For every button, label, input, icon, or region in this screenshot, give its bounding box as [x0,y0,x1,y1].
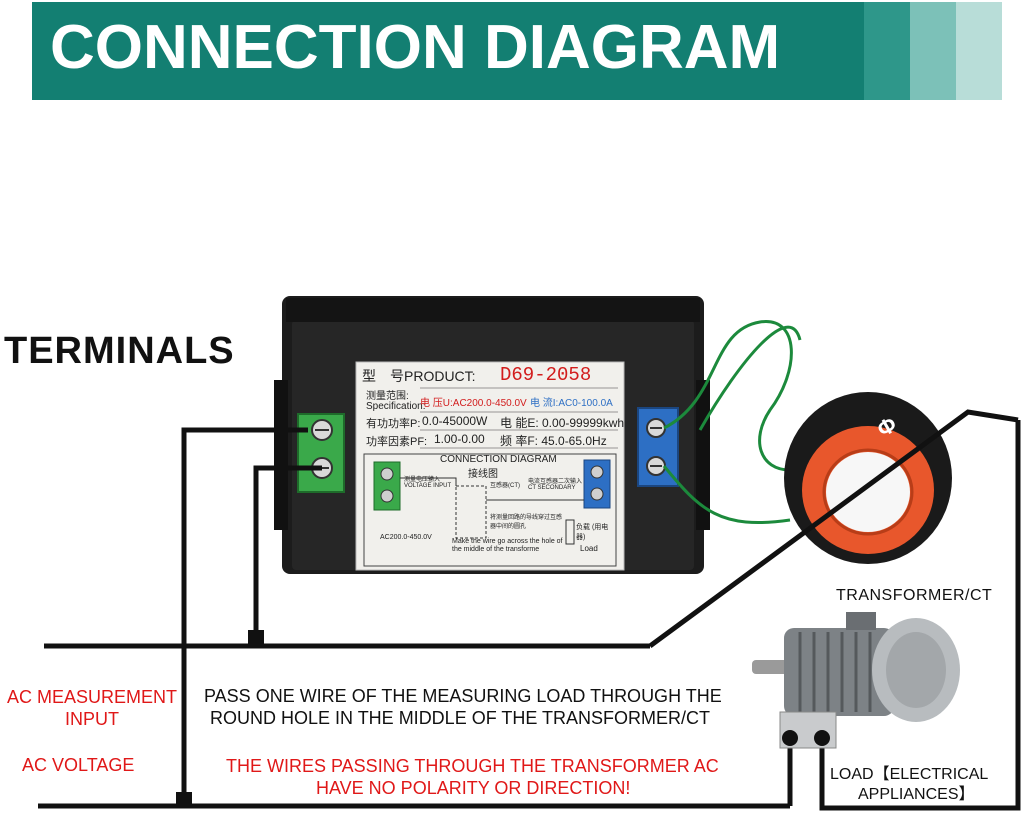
freq-range: 频 率F: 45.0-65.0Hz [500,434,607,448]
inner-load-cn: 负载 (用电器) [576,524,609,541]
label-product: 型 号PRODUCT: [362,368,476,384]
label-power: 有功功率P: [366,418,421,430]
transformer-label: TRANSFORMER/CT [836,587,993,604]
junction-1 [248,630,264,646]
warning-line-1: THE WIRES PASSING THROUGH THE TRANSFORME… [226,756,719,776]
terminals-label: TERMINALS [4,330,235,372]
load-label-line-1: LOAD【ELECTRICAL [830,766,989,783]
pf-range: 1.00-0.00 [434,432,485,446]
title-banner: CONNECTION DIAGRAM [32,2,1002,100]
banner-title: CONNECTION DIAGRAM [50,13,781,82]
meter-label-sticker [355,361,625,571]
motor-load [752,612,960,749]
wiring [38,409,1021,811]
banner-stripe-3 [956,2,1002,100]
ac-voltage-label: AC VOLTAGE [22,755,135,775]
inner-voltage-input: 测量电压输入 VOLTAGE INPUT [404,477,452,489]
banner-stripe-1 [864,2,910,100]
power-range: 0.0-45000W [422,414,488,428]
junction-2 [176,792,192,808]
banner-stripe-2 [910,2,956,100]
load-label-line-2: APPLIANCES】 [858,786,975,803]
inner-ct-label: 互感器(CT) [490,483,520,489]
inner-diagram-subtitle: 接线图 [468,469,498,480]
instruction-line-1: PASS ONE WIRE OF THE MEASURING LOAD THRO… [204,686,722,706]
instruction-line-2: ROUND HOLE IN THE MIDDLE OF THE TRANSFOR… [210,708,711,728]
inner-ct-secondary: 电流互感器二次输入 CT SECONDARY [528,479,583,491]
voltage-terminal-block [297,413,345,493]
spec-current: 电 流I:AC0-100.0A [530,398,613,409]
inner-ac-range: AC200.0-450.0V [380,534,432,541]
ac-measurement-label: AC MEASUREMENT INPUT [6,687,177,729]
banner-main-block [32,2,864,100]
energy-range: 电 能E: 0.00-99999kwh [500,416,625,430]
warning-line-2: HAVE NO POLARITY OR DIRECTION! [316,778,631,798]
spec-voltage: 电 压U:AC200.0-450.0V [420,398,527,409]
inner-wire-note-en: Make the wire go across the hole of the … [452,538,563,553]
current-transformer [784,392,952,564]
inner-wire-note-cn: 将测量回路的导线穿过互感器中间的圆孔 [490,515,563,530]
inner-diagram-title: CONNECTION DIAGRAM [440,454,557,465]
label-pf: 功率因素PF: [366,436,428,448]
ct-green-wires [662,320,802,525]
product-code: D69-2058 [500,364,592,386]
inner-load-en: Load [580,544,598,553]
label-spec: 测量范围: Specification: [366,391,426,412]
